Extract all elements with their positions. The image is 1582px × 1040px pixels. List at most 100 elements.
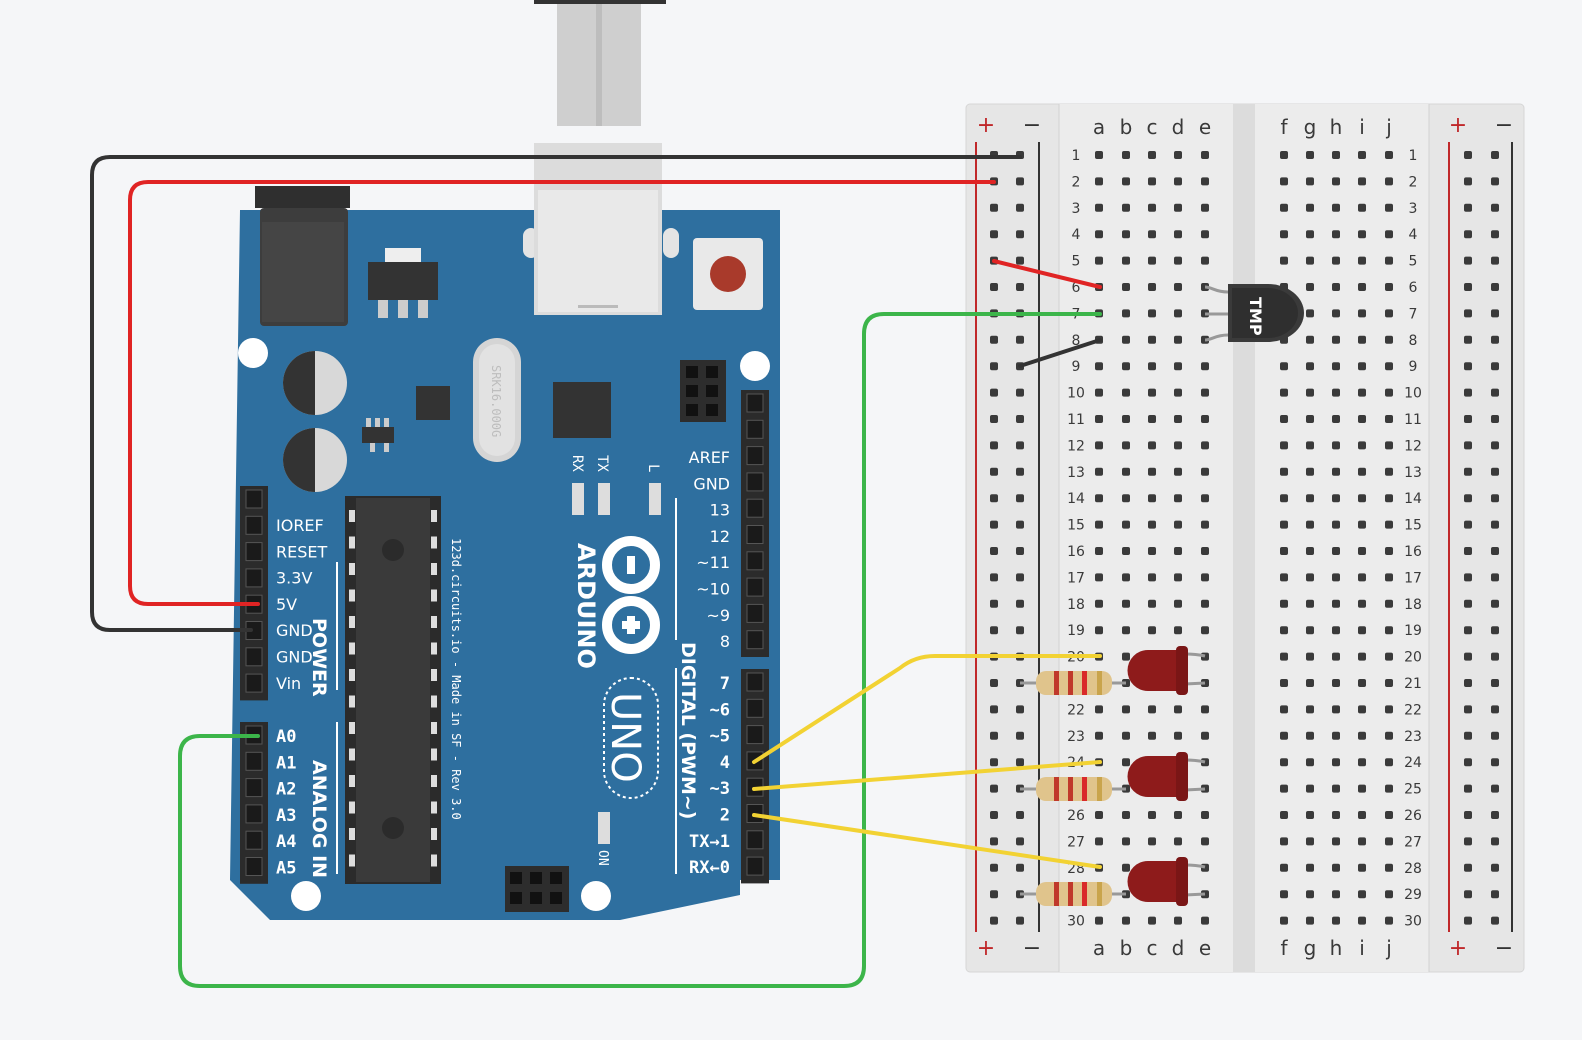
power-rail-hole[interactable] [1016, 494, 1024, 503]
breadboard-hole[interactable] [1280, 230, 1288, 239]
breadboard-hole[interactable] [1385, 837, 1393, 846]
breadboard-hole[interactable] [1095, 256, 1103, 265]
breadboard-hole[interactable] [1174, 388, 1182, 397]
breadboard-hole[interactable] [1358, 863, 1366, 872]
breadboard-hole[interactable] [1148, 441, 1156, 450]
breadboard-hole[interactable] [1385, 784, 1393, 793]
breadboard-hole[interactable] [1306, 362, 1314, 371]
power-rail-hole[interactable] [990, 441, 998, 450]
breadboard-hole[interactable] [1095, 441, 1103, 450]
power-rail-hole[interactable] [1464, 467, 1472, 476]
breadboard-hole[interactable] [1358, 599, 1366, 608]
breadboard-hole[interactable] [1201, 151, 1209, 159]
breadboard-hole[interactable] [1201, 573, 1209, 582]
breadboard-hole[interactable] [1385, 177, 1393, 186]
breadboard-hole[interactable] [1280, 573, 1288, 582]
breadboard-hole[interactable] [1358, 335, 1366, 344]
power-rail-hole[interactable] [990, 626, 998, 635]
breadboard-hole[interactable] [1358, 837, 1366, 846]
breadboard-hole[interactable] [1122, 335, 1130, 344]
breadboard-hole[interactable] [1280, 256, 1288, 265]
breadboard-hole[interactable] [1122, 494, 1130, 503]
power-rail-hole[interactable] [1464, 494, 1472, 503]
breadboard-hole[interactable] [1280, 811, 1288, 819]
power-rail-hole[interactable] [990, 811, 998, 819]
power-rail-hole[interactable] [1016, 916, 1024, 925]
power-rail-hole[interactable] [1464, 705, 1472, 714]
breadboard-hole[interactable] [1095, 731, 1103, 740]
breadboard-hole[interactable] [1332, 177, 1340, 186]
breadboard-hole[interactable] [1174, 547, 1182, 555]
breadboard-hole[interactable] [1332, 599, 1340, 608]
breadboard-hole[interactable] [1122, 230, 1130, 239]
breadboard-hole[interactable] [1385, 467, 1393, 476]
breadboard-hole[interactable] [1122, 309, 1130, 318]
power-rail-hole[interactable] [1491, 652, 1499, 661]
breadboard-hole[interactable] [1174, 283, 1182, 291]
breadboard-hole[interactable] [1385, 362, 1393, 371]
breadboard-hole[interactable] [1306, 890, 1314, 899]
breadboard-hole[interactable] [1201, 177, 1209, 186]
breadboard-hole[interactable] [1306, 467, 1314, 476]
breadboard-hole[interactable] [1385, 811, 1393, 819]
breadboard-hole[interactable] [1306, 731, 1314, 740]
breadboard-hole[interactable] [1358, 758, 1366, 767]
power-rail-hole[interactable] [990, 467, 998, 476]
breadboard-hole[interactable] [1306, 547, 1314, 555]
breadboard-hole[interactable] [1148, 467, 1156, 476]
breadboard-hole[interactable] [1332, 811, 1340, 819]
breadboard-hole[interactable] [1306, 784, 1314, 793]
breadboard-hole[interactable] [1332, 151, 1340, 159]
power-rail-hole[interactable] [1491, 916, 1499, 925]
power-rail-hole[interactable] [1016, 177, 1024, 186]
breadboard-hole[interactable] [1332, 652, 1340, 661]
breadboard-hole[interactable] [1201, 837, 1209, 846]
power-rail-hole[interactable] [1491, 837, 1499, 846]
breadboard-hole[interactable] [1358, 573, 1366, 582]
power-rail-hole[interactable] [990, 731, 998, 740]
breadboard-hole[interactable] [1385, 520, 1393, 529]
wire-black-rail-to-sensor[interactable] [1018, 338, 1102, 368]
power-rail-hole[interactable] [1464, 890, 1472, 899]
header-pin[interactable] [746, 472, 764, 492]
breadboard-hole[interactable] [1306, 599, 1314, 608]
breadboard-hole[interactable] [1358, 916, 1366, 925]
header-pin[interactable] [746, 498, 764, 518]
header-pin[interactable] [245, 515, 263, 535]
breadboard-hole[interactable] [1174, 256, 1182, 265]
power-rail-hole[interactable] [1491, 283, 1499, 291]
breadboard-hole[interactable] [1358, 441, 1366, 450]
breadboard-hole[interactable] [1174, 520, 1182, 529]
tmp-temperature-sensor[interactable]: TMP [1204, 284, 1304, 342]
power-rail-hole[interactable] [990, 705, 998, 714]
breadboard-hole[interactable] [1201, 362, 1209, 371]
breadboard-hole[interactable] [1332, 916, 1340, 925]
breadboard-hole[interactable] [1306, 705, 1314, 714]
breadboard-hole[interactable] [1385, 335, 1393, 344]
power-rail-hole[interactable] [990, 837, 998, 846]
power-rail-hole[interactable] [990, 758, 998, 767]
breadboard-hole[interactable] [1280, 890, 1288, 899]
breadboard-hole[interactable] [1332, 494, 1340, 503]
breadboard-hole[interactable] [1174, 494, 1182, 503]
breadboard-hole[interactable] [1358, 520, 1366, 529]
breadboard-hole[interactable] [1201, 547, 1209, 555]
breadboard-hole[interactable] [1148, 520, 1156, 529]
breadboard-hole[interactable] [1174, 203, 1182, 212]
breadboard-hole[interactable] [1280, 415, 1288, 423]
led-2-with-resistor[interactable] [1020, 752, 1206, 801]
breadboard-hole[interactable] [1148, 599, 1156, 608]
breadboard-hole[interactable] [1095, 494, 1103, 503]
header-pin[interactable] [746, 630, 764, 650]
header-pin[interactable] [245, 830, 263, 850]
breadboard-hole[interactable] [1122, 837, 1130, 846]
header-pin[interactable] [746, 525, 764, 544]
header-pin[interactable] [746, 603, 764, 623]
header-pin[interactable] [746, 551, 764, 571]
breadboard-hole[interactable] [1280, 916, 1288, 925]
breadboard-hole[interactable] [1358, 652, 1366, 661]
header-pin[interactable] [245, 804, 263, 824]
breadboard-hole[interactable] [1148, 547, 1156, 555]
breadboard-hole[interactable] [1385, 283, 1393, 291]
breadboard-hole[interactable] [1201, 230, 1209, 239]
